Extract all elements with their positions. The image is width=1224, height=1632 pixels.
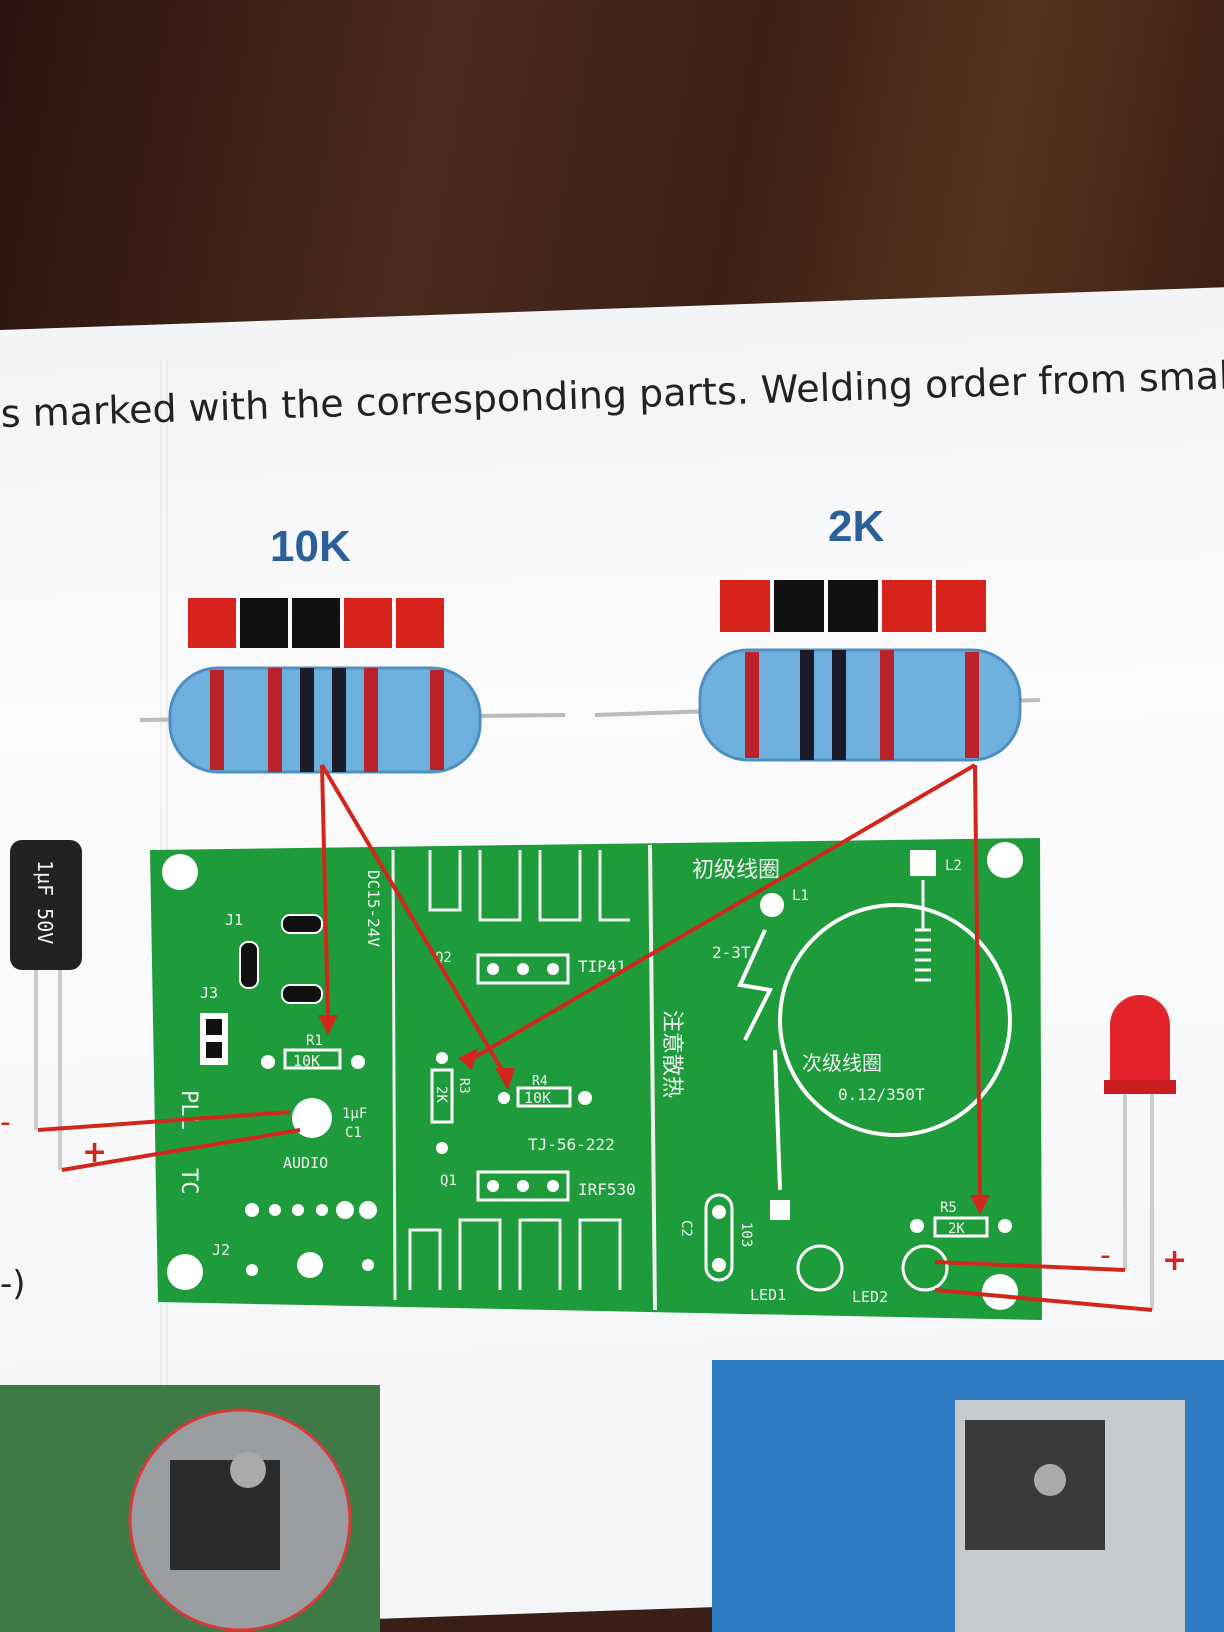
- color-band: [396, 598, 444, 648]
- label-r1: R1: [306, 1033, 323, 1049]
- led-minus-label: -: [1100, 1238, 1111, 1273]
- label-led1: LED1: [750, 1286, 786, 1304]
- label-c2-value: 103: [738, 1222, 754, 1247]
- label-dc-in: DC15-24V: [364, 870, 383, 947]
- label-j1: J1: [225, 911, 243, 929]
- label-secondary-spec: 0.12/350T: [838, 1085, 925, 1104]
- color-band: [720, 580, 770, 632]
- led-plus-label: +: [1162, 1243, 1187, 1278]
- label-primary-coil: 初级线圈: [692, 858, 780, 883]
- led-image: - +: [1100, 995, 1187, 1310]
- resistor-2k-image: [594, 648, 1041, 762]
- capacitor-image: 1µF 50V - +: [0, 840, 107, 1170]
- label-c2: C2: [678, 1220, 694, 1237]
- color-band: [774, 580, 824, 632]
- label-pll: PLL: [176, 1090, 201, 1130]
- arrow-heads: [318, 1015, 990, 1215]
- label-led2: LED2: [852, 1288, 888, 1306]
- label-turns-primary: 2-3T: [712, 943, 751, 962]
- band-legend-10k: [188, 598, 444, 648]
- label-r3-value: 2K: [433, 1086, 449, 1103]
- label-c1: C1: [345, 1125, 362, 1141]
- color-band: [882, 580, 932, 632]
- band-legend-2k: [720, 580, 986, 632]
- label-r4-value: 10K: [524, 1089, 551, 1107]
- cap-minus-label: -: [0, 1105, 11, 1140]
- label-irf: IRF530: [578, 1180, 636, 1199]
- color-band: [828, 580, 878, 632]
- label-j3: J3: [200, 984, 218, 1002]
- label-l2: L2: [945, 858, 962, 874]
- guide-arrows: [37, 763, 1153, 1312]
- color-band: [344, 598, 392, 648]
- photo-right: [712, 1360, 1224, 1632]
- label-r3: R3: [456, 1078, 471, 1094]
- color-band: [240, 598, 288, 648]
- label-q1: Q1: [440, 1173, 457, 1189]
- pcb-board: DC15-24V J1 J3 J2 PLL TC R1 10K 1µF C1 A…: [150, 838, 1042, 1320]
- resistor-2k-label: 2K: [828, 502, 885, 551]
- photo-left: [0, 1385, 380, 1632]
- label-r5: R5: [940, 1200, 957, 1216]
- label-c1-value: 1µF: [342, 1106, 367, 1122]
- label-audio: AUDIO: [283, 1154, 328, 1172]
- label-tj: TJ-56-222: [528, 1135, 615, 1154]
- label-secondary-coil: 次级线圈: [802, 1051, 882, 1075]
- left-margin-text: -): [0, 1264, 26, 1304]
- capacitor-label: 1µF 50V: [33, 860, 57, 944]
- resistor-10k-label: 10K: [270, 522, 351, 571]
- color-band: [936, 580, 986, 632]
- label-tc: TC: [176, 1168, 201, 1195]
- label-heatsink-note: 注意散热: [659, 1010, 684, 1098]
- label-r4: R4: [532, 1074, 548, 1089]
- color-band: [292, 598, 340, 648]
- resistor-10k-image: [139, 666, 566, 774]
- label-l1: L1: [792, 888, 809, 904]
- label-r5-value: 2K: [948, 1221, 965, 1237]
- label-j2: J2: [212, 1241, 230, 1259]
- color-band: [188, 598, 236, 648]
- label-tip41: TIP41: [578, 957, 626, 976]
- label-r1-value: 10K: [293, 1052, 320, 1070]
